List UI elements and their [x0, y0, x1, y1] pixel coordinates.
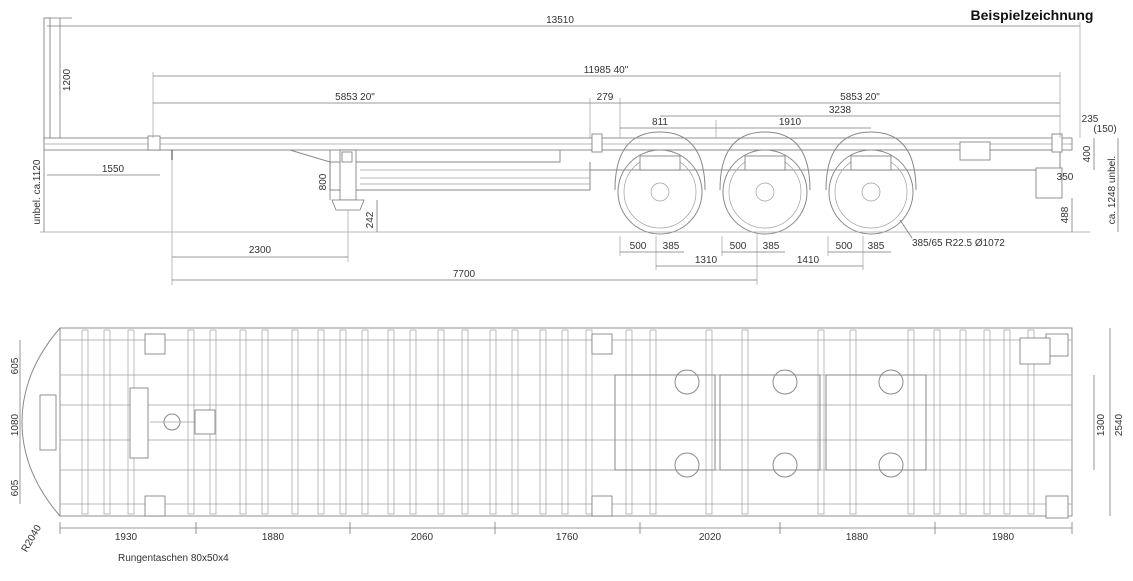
dim-section-front: 5853 20"	[335, 92, 375, 103]
wheel-1	[614, 131, 706, 235]
dim-kingpin-1550: 1550	[102, 164, 125, 175]
dim-section-rear: 5853 20"	[840, 92, 880, 103]
dim-rear-350: 350	[1057, 172, 1074, 183]
wheel-2	[719, 131, 811, 235]
dim-bed-length: 11985 40"	[584, 65, 629, 76]
gooseneck	[165, 149, 561, 163]
dim-a2-385: 385	[763, 241, 780, 252]
main-beam	[590, 149, 1061, 171]
dim-a2-500: 500	[730, 241, 747, 252]
dim-front-to-axle: 811	[652, 117, 668, 128]
dim-w-1080: 1080	[10, 413, 21, 436]
wheel-3	[825, 131, 917, 235]
dim-rear-height: ca. 1248 unbel.	[1107, 156, 1118, 224]
dim-axle-spread: 3238	[829, 105, 852, 116]
cross-member	[1003, 329, 1011, 515]
dim-rear-400: 400	[1082, 145, 1093, 162]
axle-units	[614, 369, 927, 478]
dim-section-gap: 279	[597, 92, 614, 103]
note-stake-pockets: Rungentaschen 80x50x4	[118, 553, 229, 564]
cross-member	[291, 329, 299, 515]
cross-member	[387, 329, 395, 515]
cross-member	[489, 329, 497, 515]
dim-kingpin-to-axle: 7700	[453, 269, 476, 280]
frame-outline	[59, 327, 1073, 517]
cross-member	[983, 329, 991, 515]
dim-pitch-1310: 1310	[695, 255, 718, 266]
cross-member	[511, 329, 519, 515]
cross-member	[239, 329, 247, 515]
dim-leg-800: 800	[318, 173, 329, 190]
cross-member	[437, 329, 445, 515]
dim-seg-1: 1930	[115, 532, 138, 543]
cross-member	[933, 329, 941, 515]
cross-member	[741, 329, 749, 515]
dim-radius: R2040	[20, 523, 44, 554]
cross-member	[585, 329, 593, 515]
cross-member	[461, 329, 469, 515]
cross-member	[361, 329, 369, 515]
dim-coupling-height: unbel. ca.1120	[32, 159, 43, 224]
dim-rear-150: (150)	[1093, 124, 1116, 135]
dim-headboard: 1200	[62, 68, 73, 91]
dim-rear-488: 488	[1060, 206, 1071, 223]
headboard	[43, 17, 51, 143]
front-nose	[21, 327, 61, 517]
dim-w-2540: 2540	[1114, 413, 1125, 436]
dim-a1-500: 500	[630, 241, 647, 252]
rear-underrun	[1035, 167, 1063, 199]
dim-seg-2: 1880	[262, 532, 285, 543]
cross-member	[317, 329, 325, 515]
side-view: 13510 11985 40" 5853 20" 279 5853 20" 32…	[32, 15, 1119, 285]
kingpin	[147, 135, 161, 151]
cross-member	[907, 329, 915, 515]
cross-member	[409, 329, 417, 515]
cross-member	[81, 329, 89, 515]
dim-seg-6: 1880	[846, 532, 869, 543]
dim-seg-4: 1760	[556, 532, 579, 543]
dim-w-605-bottom: 605	[10, 479, 21, 496]
cross-member	[959, 329, 967, 515]
cross-member	[339, 329, 347, 515]
dim-axle-pitch-pair: 1910	[779, 117, 802, 128]
dim-seg-3: 2060	[411, 532, 434, 543]
dim-a3-500: 500	[836, 241, 853, 252]
cross-member	[705, 329, 713, 515]
dim-overall-length: 13510	[546, 15, 574, 26]
cross-member	[849, 329, 857, 515]
cross-member	[103, 329, 111, 515]
dim-rear-235: 235	[1082, 114, 1099, 125]
cross-member	[1027, 329, 1035, 515]
top-view: 605 1080 605 R2040 1300 2540 1930 1880 2…	[10, 327, 1125, 564]
dim-seg-5: 2020	[699, 532, 722, 543]
cross-member	[625, 329, 633, 515]
cross-member	[261, 329, 269, 515]
cross-members	[81, 329, 1035, 515]
cross-member	[539, 329, 547, 515]
cross-member	[561, 329, 569, 515]
drawing-title: Beispielzeichnung	[971, 7, 1094, 23]
cross-member	[817, 329, 825, 515]
dim-w-605-top: 605	[10, 357, 21, 374]
dim-seg-7: 1980	[992, 532, 1015, 543]
dim-w-1300: 1300	[1096, 413, 1107, 436]
dim-kingpin-to-leg: 2300	[249, 245, 272, 256]
dim-a1-385: 385	[663, 241, 680, 252]
dim-a3-385: 385	[868, 241, 885, 252]
cross-member	[649, 329, 657, 515]
tyre-spec: 385/65 R22.5 Ø1072	[912, 238, 1005, 249]
dim-pitch-1410: 1410	[797, 255, 820, 266]
dim-leg-242: 242	[365, 211, 376, 228]
